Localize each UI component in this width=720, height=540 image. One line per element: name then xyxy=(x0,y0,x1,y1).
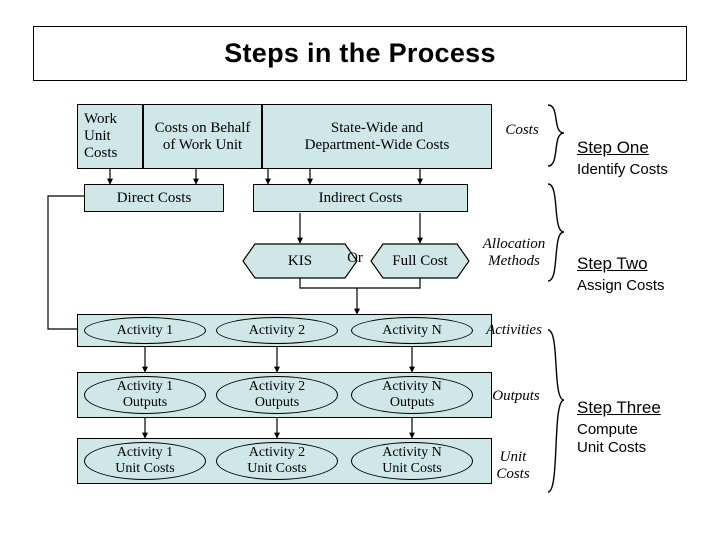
ellipse-activity-2[interactable]: Activity 2 xyxy=(216,317,338,344)
ellipse-activity-1-unit-costs[interactable]: Activity 1 Unit Costs xyxy=(84,442,206,480)
step-three-title: Step Three xyxy=(577,398,661,417)
ellipse-activity-2-unit-costs[interactable]: Activity 2 Unit Costs xyxy=(216,442,338,480)
hexagon-full-cost[interactable]: Full Cost xyxy=(370,243,470,279)
ellipse-activity-n-unit-costs[interactable]: Activity N Unit Costs xyxy=(351,442,473,480)
ellipse-activity-2-outputs[interactable]: Activity 2 Outputs xyxy=(216,376,338,414)
label-costs: Costs xyxy=(505,122,539,138)
box-work-unit-costs-label: Work Unit Costs xyxy=(84,111,118,161)
step-one-subtitle: Identify Costs xyxy=(577,161,668,178)
box-state-wide-costs[interactable]: State-Wide and Department-Wide Costs xyxy=(262,104,492,169)
step-three-subtitle: Compute Unit Costs xyxy=(577,421,647,456)
box-indirect-costs[interactable]: Indirect Costs xyxy=(253,184,468,212)
label-unit-costs: Unit Costs xyxy=(496,449,530,482)
box-costs-on-behalf-label: Costs on Behalf of Work Unit xyxy=(154,119,251,153)
label-activities: Activities xyxy=(486,322,542,338)
box-direct-costs-label: Direct Costs xyxy=(116,189,192,206)
box-state-wide-costs-label: State-Wide and Department-Wide Costs xyxy=(304,119,450,153)
box-costs-on-behalf[interactable]: Costs on Behalf of Work Unit xyxy=(143,104,262,169)
box-indirect-costs-label: Indirect Costs xyxy=(318,189,403,206)
step-two-subtitle: Assign Costs xyxy=(577,277,665,294)
label-outputs: Outputs xyxy=(492,388,540,404)
step-one-title: Step One xyxy=(577,138,649,157)
ellipse-activity-1-outputs[interactable]: Activity 1 Outputs xyxy=(84,376,206,414)
box-direct-costs[interactable]: Direct Costs xyxy=(84,184,224,212)
ellipse-activity-1[interactable]: Activity 1 xyxy=(84,317,206,344)
step-two-title: Step Two xyxy=(577,254,648,273)
label-allocation-methods: Allocation Methods xyxy=(482,236,546,269)
ellipse-activity-n[interactable]: Activity N xyxy=(351,317,473,344)
page-title: Steps in the Process xyxy=(224,38,496,68)
label-or: Or xyxy=(347,250,363,266)
box-work-unit-costs[interactable]: Work Unit Costs xyxy=(77,104,143,169)
ellipse-activity-n-outputs[interactable]: Activity N Outputs xyxy=(351,376,473,414)
title-box: Steps in the Process xyxy=(33,26,687,81)
